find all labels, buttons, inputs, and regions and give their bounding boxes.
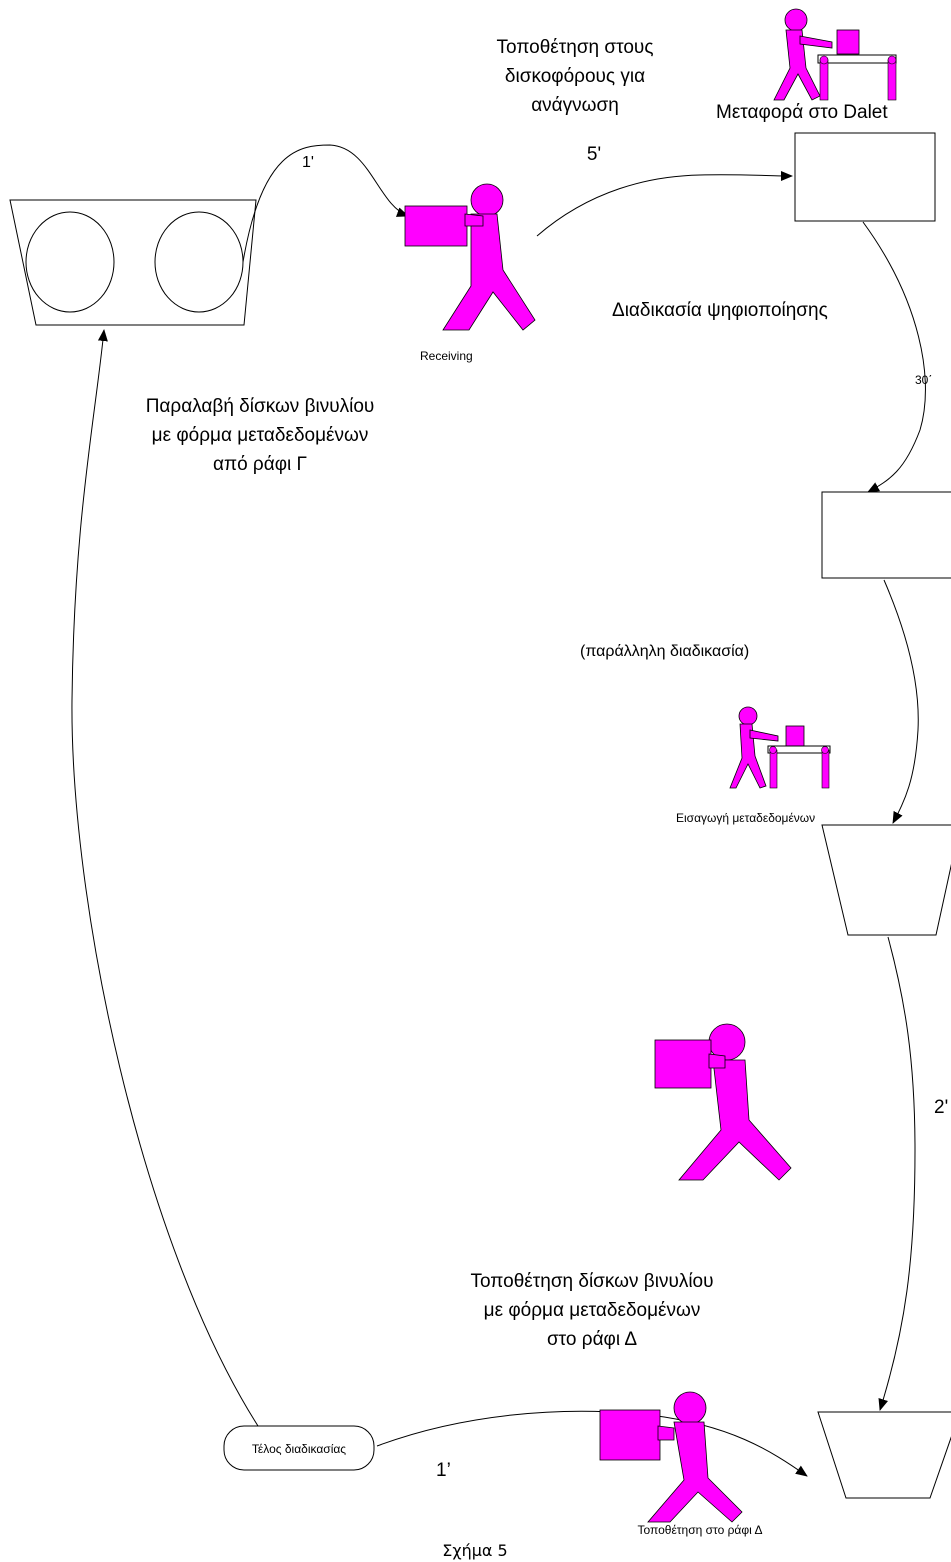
receiving-figure-icon (404, 183, 536, 331)
conveyor-worker-icon (773, 8, 897, 101)
arrow-to-metadata (883, 579, 919, 824)
parallel-label: (παράλληλη διαδικασία) (580, 643, 749, 660)
metadata-worker-icon (729, 706, 831, 789)
time-placement: 5' (587, 144, 601, 165)
receive-discs-line3: από ράφι Γ (213, 454, 307, 475)
arrow-return-to-start (71, 329, 259, 1427)
metadata-tray (821, 824, 951, 936)
figure-caption: Σχήμα 5 (442, 1541, 507, 1560)
arrow-to-shelf-delta (878, 936, 916, 1411)
end-process-terminal (223, 1425, 375, 1471)
time-metadata: 2' (934, 1097, 948, 1118)
place-shelf-label: Τοποθέτηση στο ράφι Δ (637, 1523, 762, 1537)
arrow-to-digitized (862, 221, 926, 493)
place-discs-line1: Τοποθέτηση δίσκων βινυλίου (470, 1271, 713, 1292)
end-process-label: Τέλος διαδικασίας (252, 1442, 346, 1456)
shelving-figure-icon (599, 1391, 743, 1523)
dalet-box (794, 132, 936, 222)
place-discs-line3: στο ράφι Δ (547, 1329, 637, 1350)
placement-line2: δισκοφόρους για (505, 66, 645, 87)
shelf-gamma (9, 199, 257, 326)
digitized-box (821, 491, 951, 579)
carrying-figure-icon (654, 1023, 792, 1181)
metadata-entry-label: Εισαγωγή μεταδεδομένων (676, 811, 815, 825)
receive-discs-line1: Παραλαβή δίσκων βινυλίου (146, 396, 375, 417)
placement-line1: Τοποθέτηση στους (497, 37, 654, 58)
placement-line3: ανάγνωση (531, 95, 619, 116)
place-discs-line2: με φόρμα μεταδεδομένων (484, 1300, 701, 1321)
vinyl-disc-left (25, 211, 115, 313)
arrow-to-receiving (242, 144, 409, 263)
arrow-to-dalet (536, 170, 793, 237)
shelf-delta-tray (817, 1411, 951, 1499)
time-digitize: 30΄ (915, 373, 932, 387)
receive-discs-line2: με φόρμα μεταδεδομένων (152, 425, 369, 446)
digitization-label: Διαδικασία ψηφιοποίησης (612, 300, 828, 321)
transfer-dalet-label: Μεταφορά στο Dalet (716, 102, 888, 123)
time-receive: 1' (302, 154, 314, 171)
receiving-label: Receiving (420, 349, 473, 363)
time-end: 1’ (436, 1460, 451, 1481)
